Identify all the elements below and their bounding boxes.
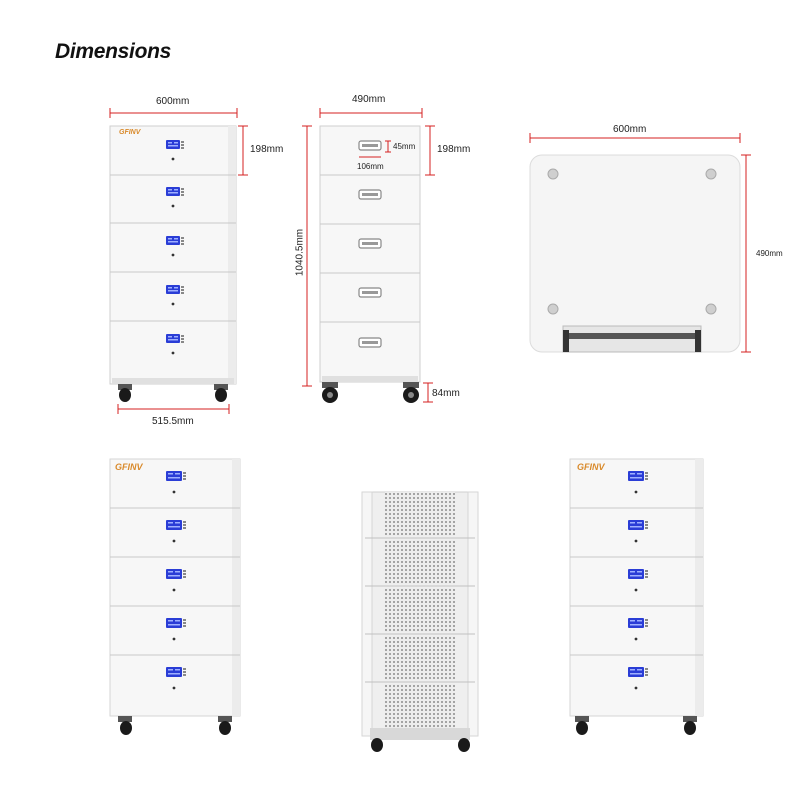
side-width-label: 490mm: [352, 94, 386, 105]
top-width-label: 600mm: [613, 124, 647, 135]
front-width-label: 600mm: [156, 96, 190, 107]
wheel-height-label: 84mm: [432, 388, 460, 399]
top-depth-label: 490mm: [756, 249, 783, 258]
side-cabinet: [319, 125, 421, 403]
handle-width-label: 106mm: [357, 162, 384, 171]
front-module-height-label: 198mm: [250, 144, 284, 155]
top-cabinet: [529, 154, 741, 353]
page-title: Dimensions: [55, 40, 172, 63]
handle-height-label: 45mm: [393, 142, 416, 151]
front-cabinet: [109, 125, 237, 402]
front-base-width-label: 515.5mm: [152, 416, 194, 427]
side-module-height-label: 198mm: [437, 144, 471, 155]
brand-logo: GFINV: [119, 129, 141, 136]
bottom-left-brand-logo: GFINV: [115, 462, 143, 472]
bottom-right-brand-logo: GFINV: [577, 462, 605, 472]
